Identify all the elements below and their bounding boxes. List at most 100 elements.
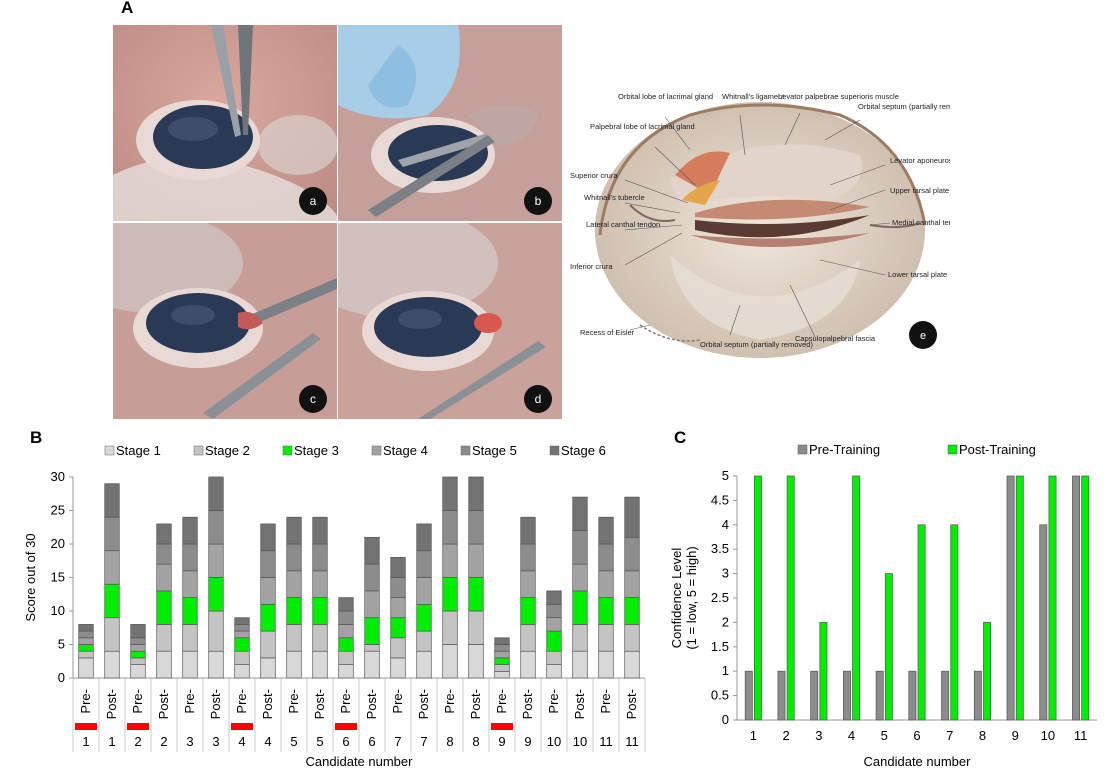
bar-pre-training	[908, 670, 917, 721]
bar-segment-stage-1	[624, 650, 640, 679]
bar-segment-stage-6	[286, 516, 302, 545]
bar-segment-stage-5	[494, 644, 510, 652]
y-tick-label: 20	[51, 536, 65, 551]
x-axis-title: Candidate number	[306, 754, 414, 769]
x-candidate-label: 7	[394, 734, 401, 749]
x-phase-label: Pre-	[494, 689, 509, 714]
surgical-photo-a: a	[113, 25, 337, 221]
surgical-photo-a-image	[113, 25, 337, 221]
bar-segment-stage-5	[208, 510, 224, 545]
label-superior-crura: Superior crura	[570, 171, 618, 180]
bar-segment-stage-6	[338, 597, 354, 612]
photo-label-d: d	[524, 385, 552, 413]
x-candidate-label: 8	[446, 734, 453, 749]
bar-segment-stage-4	[130, 644, 146, 652]
x-candidate-label: 3	[815, 728, 822, 743]
bar-segment-stage-3	[104, 583, 120, 619]
x-phase-label: Pre-	[598, 689, 613, 714]
bar-segment-stage-4	[494, 650, 510, 659]
label-upper-tarsal-plate: Upper tarsal plate	[890, 186, 949, 195]
bar-pre-training	[842, 670, 851, 721]
bar-segment-stage-6	[130, 624, 146, 639]
x-candidate-label: 5	[316, 734, 323, 749]
y-axis-title: Score out of 30	[23, 533, 38, 621]
bar-segment-stage-3	[182, 597, 198, 625]
bar-post-training	[884, 573, 893, 721]
bar-segment-stage-1	[364, 650, 380, 679]
legend-label-post: Post-Training	[959, 442, 1036, 457]
label-orbital-septum-bottom: Orbital septum (partially removed)	[700, 340, 813, 349]
bar-segment-stage-3	[416, 603, 432, 632]
bar-segment-stage-5	[312, 543, 328, 572]
y-tick-label: 2	[722, 614, 729, 629]
bar-segment-stage-3	[442, 577, 458, 612]
y-tick-label: 2.5	[711, 590, 729, 605]
bar-segment-stage-1	[572, 650, 588, 679]
y-tick-label: 1	[722, 663, 729, 678]
bar-segment-stage-5	[130, 637, 146, 645]
photo-label-b: b	[524, 187, 552, 215]
label-whitnalls-ligament: Whitnall's ligament	[722, 92, 785, 101]
bar-segment-stage-3	[208, 577, 224, 612]
bar-segment-stage-4	[416, 577, 432, 605]
bar-segment-stage-5	[520, 543, 536, 572]
bar-post-training	[950, 524, 959, 721]
surgical-photo-c-image	[113, 223, 337, 419]
legend-swatch-pre	[797, 444, 808, 455]
y-tick-label: 0	[722, 712, 729, 727]
bar-segment-stage-2	[442, 610, 458, 645]
bar-segment-stage-3	[520, 597, 536, 625]
surgical-photo-c: c	[113, 223, 337, 419]
y-tick-label: 30	[51, 469, 65, 484]
x-phase-label: Post-	[624, 689, 639, 719]
x-phase-label: Pre-	[442, 689, 457, 714]
legend-swatch-stage-5	[460, 445, 471, 456]
x-phase-label: Post-	[416, 689, 431, 719]
bar-post-training	[983, 622, 992, 721]
bar-segment-stage-5	[442, 510, 458, 545]
x-candidate-label: 1	[108, 734, 115, 749]
diagram-label-e: e	[920, 330, 926, 342]
x-phase-label: Post-	[364, 689, 379, 719]
label-whitnalls-tubercle: Whitnall's tubercle	[584, 193, 645, 202]
bar-segment-stage-5	[338, 610, 354, 625]
bar-segment-stage-2	[156, 624, 172, 652]
x-candidate-label: 10	[547, 734, 561, 749]
bar-segment-stage-6	[494, 637, 510, 645]
red-marker	[231, 723, 253, 730]
x-candidate-label: 6	[913, 728, 920, 743]
bar-pre-training	[973, 670, 982, 721]
bar-segment-stage-4	[208, 543, 224, 578]
bar-segment-stage-6	[624, 496, 640, 538]
bar-segment-stage-2	[182, 624, 198, 652]
bar-segment-stage-3	[286, 597, 302, 625]
x-phase-label: Post-	[104, 689, 119, 719]
y-axis-title: Confidence Level	[669, 548, 684, 649]
bar-segment-stage-5	[182, 543, 198, 572]
legend-label-stage-5: Stage 5	[472, 443, 517, 458]
bar-post-training	[1015, 475, 1024, 721]
red-marker	[491, 723, 513, 730]
x-phase-label: Pre-	[130, 689, 145, 714]
y-tick-label: 10	[51, 603, 65, 618]
bar-post-training	[1048, 475, 1057, 721]
bar-pre-training	[875, 670, 884, 721]
label-lower-tarsal-plate: Lower tarsal plate	[888, 270, 947, 279]
y-tick-label: 4.5	[711, 492, 729, 507]
bar-segment-stage-1	[260, 657, 276, 679]
y-tick-label: 3	[722, 566, 729, 581]
label-inferior-crura: Inferior crura	[570, 262, 613, 271]
bar-segment-stage-3	[78, 644, 94, 652]
x-candidate-label: 10	[1041, 728, 1055, 743]
bar-segment-stage-4	[338, 624, 354, 639]
bar-pre-training	[810, 670, 819, 721]
bar-segment-stage-2	[494, 664, 510, 672]
bar-segment-stage-4	[286, 570, 302, 598]
bar-segment-stage-4	[520, 570, 536, 598]
bar-segment-stage-1	[156, 650, 172, 679]
bar-segment-stage-5	[572, 530, 588, 565]
eyelid-anatomy-diagram: Orbital lobe of lacrimal gland Whitnall'…	[570, 85, 971, 375]
y-tick-label: 5	[722, 468, 729, 483]
bar-segment-stage-3	[130, 650, 146, 659]
x-candidate-label: 9	[498, 734, 505, 749]
